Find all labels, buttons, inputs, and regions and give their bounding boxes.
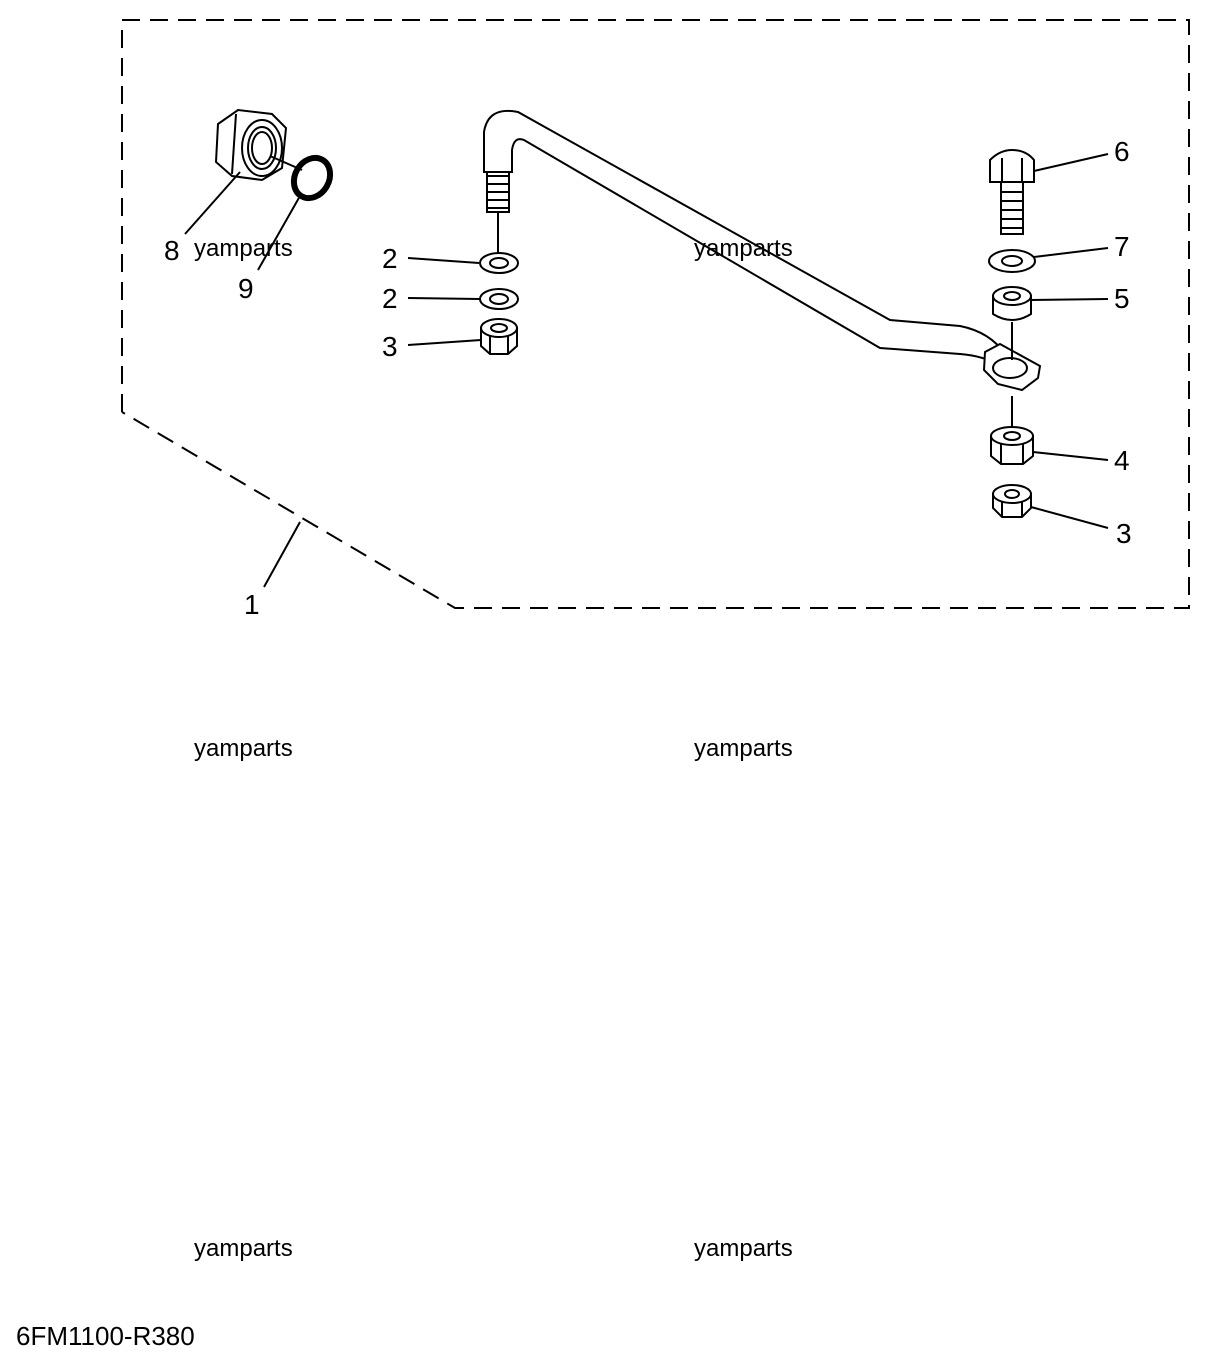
assembly-boundary <box>121 19 1190 609</box>
washer-part-upper <box>479 252 519 274</box>
watermark: yamparts <box>194 235 293 262</box>
fitting-nut-part <box>214 108 288 182</box>
nut-part-right-lower <box>992 484 1032 518</box>
callout-3-right: 3 <box>1116 518 1132 549</box>
collar-part <box>992 286 1032 321</box>
callout-8: 8 <box>164 235 180 266</box>
nut-part-right-upper <box>990 426 1034 465</box>
leader-7 <box>1033 247 1109 258</box>
leader-3b <box>1030 506 1109 529</box>
bolt-part <box>989 148 1035 235</box>
washer-part-lower <box>479 288 519 310</box>
leader-2b <box>407 297 481 300</box>
leader-2a <box>407 257 480 264</box>
callout-2-lower: 2 <box>382 283 398 314</box>
leader-8 <box>184 171 241 235</box>
callout-2-upper: 2 <box>382 243 398 274</box>
callout-1: 1 <box>244 589 260 620</box>
callout-6: 6 <box>1114 136 1130 167</box>
callout-4: 4 <box>1114 445 1130 476</box>
watermark: yamparts <box>694 1235 793 1262</box>
washer-part-right <box>988 249 1036 273</box>
watermark: yamparts <box>194 735 293 762</box>
diagram-code: 6FM1100-R380 <box>16 1321 195 1351</box>
callout-7: 7 <box>1114 231 1130 262</box>
watermark: yamparts <box>694 235 793 262</box>
link-rod-part <box>483 110 1042 392</box>
leader-1 <box>263 521 301 588</box>
ring-axis-line <box>269 155 303 171</box>
leader-3a <box>407 339 482 346</box>
watermark: yamparts <box>194 1235 293 1262</box>
leader-9 <box>257 195 301 271</box>
o-ring-part <box>290 154 334 202</box>
leader-4 <box>1032 451 1109 461</box>
callout-3-left: 3 <box>382 331 398 362</box>
watermark: yamparts <box>694 735 793 762</box>
callout-9: 9 <box>238 273 254 304</box>
nut-part-left <box>480 318 518 355</box>
leader-5 <box>1030 298 1109 301</box>
leader-6 <box>1033 153 1109 172</box>
callout-5: 5 <box>1114 283 1130 314</box>
